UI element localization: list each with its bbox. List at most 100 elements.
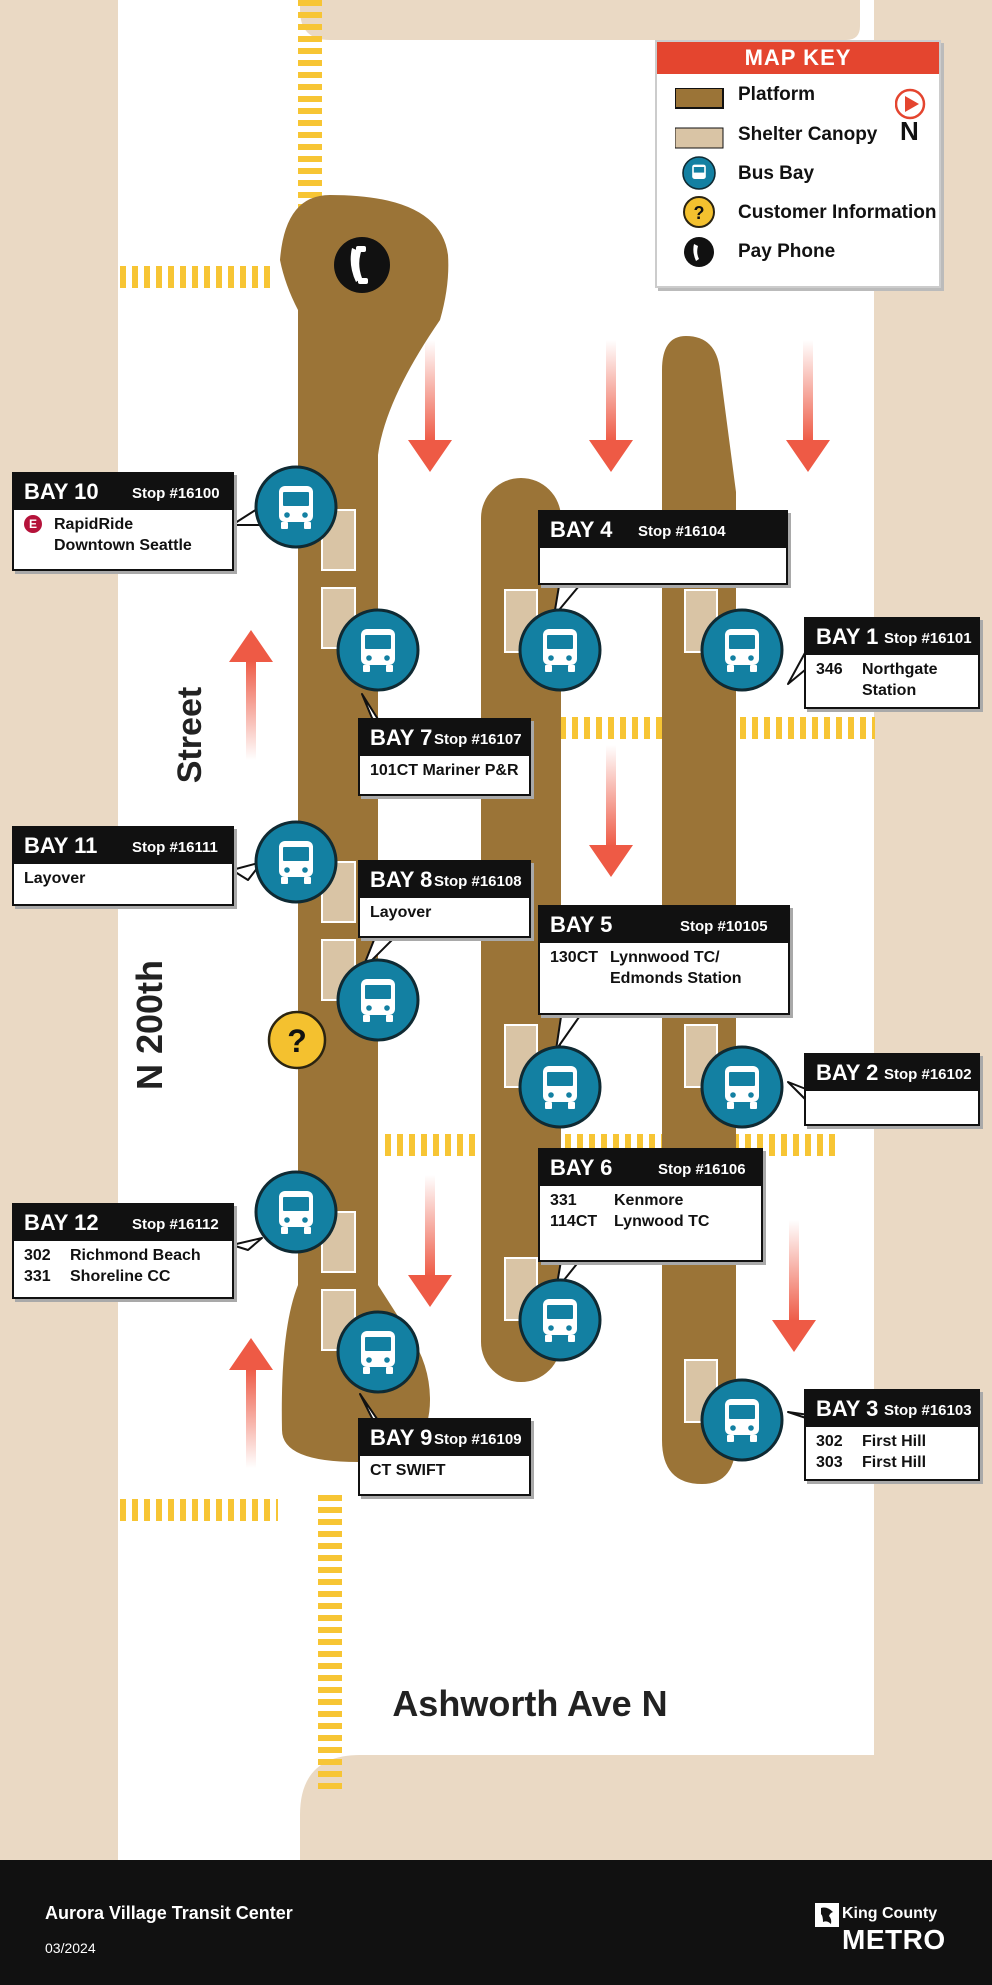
callout-bay-4: BAY 4 Stop #16104 <box>538 510 788 585</box>
callout-bay-12: BAY 12 Stop #16112 302 Richmond Beach 331 S… <box>12 1203 234 1299</box>
brand-bottom: METRO <box>842 1924 946 1955</box>
king-county-logo-icon <box>815 1903 839 1927</box>
route-line: Layover <box>24 870 86 887</box>
bus-icon-bay-12 <box>254 1170 338 1254</box>
bay-title: BAY 6 <box>550 1155 613 1180</box>
bay-title: BAY 10 <box>24 479 99 504</box>
route-number: 303 <box>816 1454 843 1471</box>
route-number: 346 <box>816 661 843 678</box>
canopy-swatch <box>675 127 724 149</box>
stop-number: Stop #16100 <box>132 485 220 502</box>
rapidride-e-badge: E <box>24 515 42 533</box>
stop-number: Stop #16111 <box>132 839 218 856</box>
bay-title: BAY 9 <box>370 1425 433 1450</box>
callout-bay-1: BAY 1 Stop #16101 346 Northgate Station <box>804 617 980 709</box>
route-destination: Downtown Seattle <box>54 537 192 554</box>
bay-title: BAY 3 <box>816 1396 879 1421</box>
callout-bay-11: BAY 11 Stop #16111 Layover <box>12 826 234 906</box>
street-label-ashworth: Ashworth Ave N <box>392 1683 668 1724</box>
bay-title: BAY 7 <box>370 725 433 750</box>
route-number: 114CT <box>550 1213 598 1230</box>
bay-title: BAY 2 <box>816 1060 879 1085</box>
stop-number: Stop #10105 <box>680 918 768 935</box>
pay-phone-icon <box>334 237 390 293</box>
bus-icon-bay-2 <box>700 1045 784 1129</box>
route-destination: First Hill <box>862 1454 927 1471</box>
phone-icon <box>684 237 714 267</box>
bus-icon-bay-4 <box>518 608 602 692</box>
bus-icon-bay-1 <box>700 608 784 692</box>
stop-number: Stop #16103 <box>884 1402 972 1419</box>
question-icon: ? <box>683 196 715 228</box>
bay-title: BAY 11 <box>24 833 98 858</box>
route-destination: Richmond Beach <box>70 1247 201 1264</box>
shelter-canopies <box>321 509 718 1423</box>
brand-top: King County <box>842 1905 938 1922</box>
bus-icon-bay-6 <box>518 1278 602 1362</box>
arrow-down-4 <box>589 745 633 877</box>
route-number <box>550 968 610 989</box>
svg-text:?: ? <box>694 203 705 223</box>
traffic-arrows <box>229 340 830 1468</box>
key-label-platform: Platform <box>738 84 816 105</box>
route-destination: RapidRide <box>54 516 134 533</box>
bus-icon-bay-8 <box>336 958 420 1042</box>
footer: Aurora Village Transit Center 03/2024 Ki… <box>0 1860 992 1985</box>
bay-title: BAY 8 <box>370 867 433 892</box>
customer-info-icon: ? <box>267 1010 327 1070</box>
route-destination: Lynnwood TC/ <box>610 949 720 966</box>
map-key-swatches: ? <box>675 88 724 267</box>
key-label-pay-phone: Pay Phone <box>738 241 836 262</box>
bus-icon-bay-11 <box>254 820 338 904</box>
bay-title: BAY 4 <box>550 517 613 542</box>
street-label-street: Street <box>171 686 209 784</box>
bus-icon-bay-5 <box>518 1045 602 1129</box>
arrow-down-3 <box>786 340 830 472</box>
route-number: 331 <box>24 1268 51 1285</box>
route-destination: Edmonds Station <box>610 970 742 987</box>
route-number: 130CT <box>550 949 599 966</box>
route-number: 302 <box>816 1433 843 1450</box>
callout-bay-5: BAY 5 Stop #10105 130CT Lynnwood TC/ Edmon… <box>538 905 790 1015</box>
arrow-down-6 <box>772 1220 816 1352</box>
svg-text:?: ? <box>287 1023 307 1059</box>
arrow-up-1 <box>229 630 273 760</box>
footer-date: 03/2024 <box>45 1940 96 1956</box>
bus-icon <box>682 156 716 190</box>
stop-number: Stop #16101 <box>884 630 972 647</box>
route-destination: Northgate <box>862 661 938 678</box>
stop-number: Stop #16112 <box>132 1216 219 1233</box>
route-line: Layover <box>370 904 432 921</box>
callout-bay-10: BAY 10 Stop #16100 E RapidRide Downtown Se… <box>12 472 234 571</box>
route-number: 302 <box>24 1247 51 1264</box>
stop-number: Stop #16109 <box>434 1431 522 1448</box>
route-destination: Station <box>862 682 917 699</box>
street-label-n200th: N 200th <box>129 959 170 1091</box>
footer-title: Aurora Village Transit Center <box>45 1903 293 1923</box>
arrow-down-1 <box>408 340 452 472</box>
key-label-customer-info: Customer Information <box>738 202 937 223</box>
route-line: CT SWIFT <box>370 1462 446 1479</box>
bus-icon-bay-3 <box>700 1378 784 1462</box>
route-number: 331 <box>550 1192 577 1209</box>
route-destination: Shoreline CC <box>70 1268 171 1285</box>
key-label-canopy: Shelter Canopy <box>738 124 878 145</box>
bus-icon-bay-10 <box>254 465 338 549</box>
north-label: N <box>900 116 919 146</box>
bus-icon-bay-9 <box>336 1310 420 1394</box>
map-key: MAP KEY ? Platform Shelter Canopy Bus Ba… <box>655 40 941 288</box>
bay-title: BAY 1 <box>816 624 879 649</box>
stop-number: Stop #16108 <box>434 873 522 890</box>
route-destination: Lynwood TC <box>614 1213 710 1230</box>
stop-number: Stop #16104 <box>638 523 726 540</box>
stop-number: Stop #16106 <box>658 1161 746 1178</box>
route-destination: First Hill <box>862 1433 927 1450</box>
bay-title: BAY 12 <box>24 1210 99 1235</box>
bay-title: BAY 5 <box>550 912 613 937</box>
